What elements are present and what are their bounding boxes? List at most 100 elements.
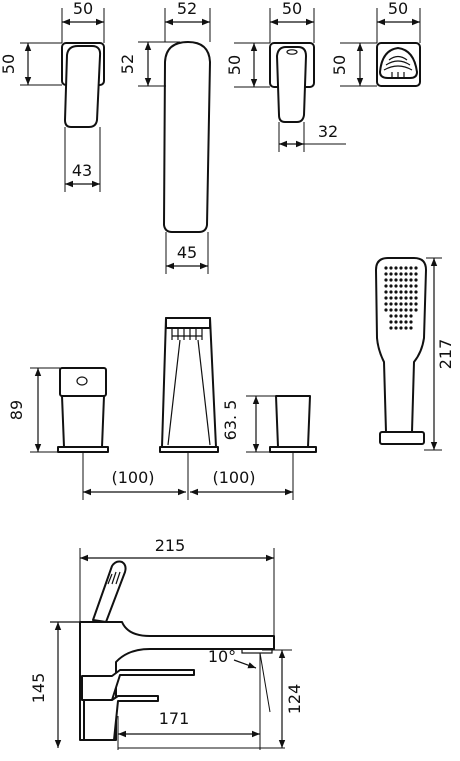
nozzle-dot <box>394 314 398 318</box>
nozzle-dot <box>404 272 408 276</box>
nozzle-dot <box>384 284 388 288</box>
nozzle-dot <box>404 320 408 324</box>
nozzle-dot <box>389 326 393 330</box>
nozzle-dot <box>414 302 418 306</box>
nozzle-dot <box>399 308 403 312</box>
top-view-diverter: 50 50 <box>330 0 421 87</box>
nozzle-dot <box>399 272 403 276</box>
outlet-angle-label: 10° <box>208 647 236 666</box>
nozzle-dot <box>389 320 393 324</box>
nozzle-dot <box>414 284 418 288</box>
side-view: 215 145 171 10° 124 <box>29 536 304 750</box>
diverter-height-label: 50 <box>330 55 349 75</box>
top-view-lever-a: 50 50 43 <box>0 0 105 192</box>
nozzle-dot <box>399 326 403 330</box>
nozzle-dot <box>404 296 408 300</box>
nozzle-dot <box>409 290 413 294</box>
front-diverter <box>269 395 317 453</box>
lever-b-height-label: 50 <box>225 55 244 75</box>
nozzle-dot <box>414 290 418 294</box>
nozzle-dot <box>399 266 403 270</box>
nozzle-dot <box>414 308 418 312</box>
nozzle-dot <box>389 278 393 282</box>
outlet-angle-arrow <box>233 659 257 669</box>
nozzle-dot <box>384 302 388 306</box>
nozzle-dot <box>394 290 398 294</box>
front-view: 89 (100) (100) 63. 5 217 <box>7 257 455 500</box>
side-lever-lower <box>83 695 159 741</box>
nozzle-dot <box>394 296 398 300</box>
nozzle-dot <box>389 296 393 300</box>
nozzle-dot <box>409 320 413 324</box>
nozzle-dot <box>404 308 408 312</box>
nozzle-dot <box>399 284 403 288</box>
front-left-handle <box>57 367 109 453</box>
nozzle-dot <box>399 278 403 282</box>
side-hand-shower <box>92 560 127 623</box>
nozzle-dot <box>384 272 388 276</box>
nozzle-dot <box>384 296 388 300</box>
nozzle-dot <box>409 272 413 276</box>
outlet-reach-label: 171 <box>159 709 190 728</box>
nozzle-dot <box>414 278 418 282</box>
nozzle-dot <box>389 266 393 270</box>
nozzle-dot <box>414 296 418 300</box>
handle-height-label: 89 <box>7 400 26 420</box>
nozzle-dot <box>409 278 413 282</box>
nozzle-dot <box>409 266 413 270</box>
hand-shower-height-label: 217 <box>436 339 455 370</box>
nozzle-dot <box>394 272 398 276</box>
nozzle-dot <box>384 290 388 294</box>
top-view-spout: 52 52 45 <box>118 0 211 274</box>
nozzle-dot <box>394 308 398 312</box>
diverter-height-front-label: 63. 5 <box>221 400 240 441</box>
nozzle-dot <box>384 308 388 312</box>
nozzle-dot <box>409 296 413 300</box>
nozzle-dot <box>399 296 403 300</box>
nozzle-dot <box>399 290 403 294</box>
nozzle-dot <box>384 278 388 282</box>
nozzle-dot <box>404 284 408 288</box>
nozzle-dot <box>394 266 398 270</box>
nozzle-dot <box>404 302 408 306</box>
lever-a-height-label: 50 <box>0 54 18 74</box>
diverter-width-label: 50 <box>388 0 408 18</box>
nozzle-dot <box>389 290 393 294</box>
side-length-label: 215 <box>155 536 186 555</box>
nozzle-dot <box>404 290 408 294</box>
nozzle-dot <box>394 278 398 282</box>
side-height-label: 145 <box>29 673 48 704</box>
hand-shower-nozzles <box>384 266 418 330</box>
spacing-left-label: (100) <box>111 468 154 487</box>
lever-a-width-label: 50 <box>73 0 93 18</box>
front-spout <box>159 317 219 453</box>
spacing-right-label: (100) <box>212 468 255 487</box>
nozzle-dot <box>409 314 413 318</box>
top-view-lever-b: 50 50 32 <box>225 0 346 152</box>
nozzle-dot <box>399 302 403 306</box>
outlet-height-label: 124 <box>285 684 304 715</box>
nozzle-dot <box>394 284 398 288</box>
spout-width-label: 52 <box>177 0 197 18</box>
nozzle-dot <box>414 272 418 276</box>
nozzle-dot <box>389 314 393 318</box>
spout-height-label: 52 <box>118 54 137 74</box>
nozzle-dot <box>404 326 408 330</box>
nozzle-dot <box>389 302 393 306</box>
nozzle-dot <box>409 308 413 312</box>
nozzle-dot <box>389 308 393 312</box>
lever-a-depth-label: 43 <box>72 161 92 180</box>
nozzle-dot <box>404 278 408 282</box>
nozzle-dot <box>384 266 388 270</box>
nozzle-dot <box>409 284 413 288</box>
lever-b-depth-label: 32 <box>318 122 338 141</box>
spout-depth-label: 45 <box>177 243 197 262</box>
nozzle-dot <box>414 266 418 270</box>
nozzle-dot <box>404 314 408 318</box>
nozzle-dot <box>394 302 398 306</box>
nozzle-dot <box>404 266 408 270</box>
side-spout-body <box>79 621 275 741</box>
nozzle-dot <box>394 326 398 330</box>
lever-b-width-label: 50 <box>282 0 302 18</box>
nozzle-dot <box>399 320 403 324</box>
